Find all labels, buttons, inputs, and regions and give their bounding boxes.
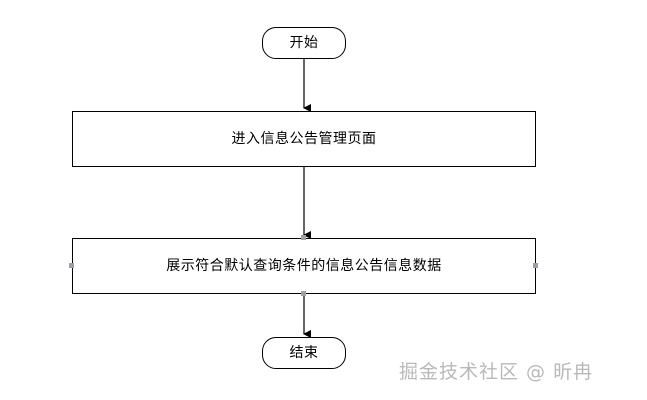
resize-handle-process-2-bottom[interactable] — [301, 291, 306, 296]
node-end[interactable]: 结束 — [262, 337, 346, 369]
resize-handle-process-2-right[interactable] — [533, 263, 538, 268]
node-process-2-label: 展示符合默认查询条件的信息公告信息数据 — [166, 257, 442, 274]
node-process-1[interactable]: 进入信息公告管理页面 — [72, 111, 536, 167]
node-start-label: 开始 — [289, 34, 319, 51]
node-process-1-label: 进入信息公告管理页面 — [231, 130, 377, 147]
node-process-2[interactable]: 展示符合默认查询条件的信息公告信息数据 — [72, 238, 536, 294]
resize-handle-process-2-top[interactable] — [301, 235, 306, 240]
node-end-label: 结束 — [289, 344, 319, 361]
resize-handle-process-2-left[interactable] — [69, 263, 74, 268]
watermark-text: 掘金技术社区 @ 昕冉 — [399, 361, 594, 383]
node-start[interactable]: 开始 — [262, 27, 346, 59]
